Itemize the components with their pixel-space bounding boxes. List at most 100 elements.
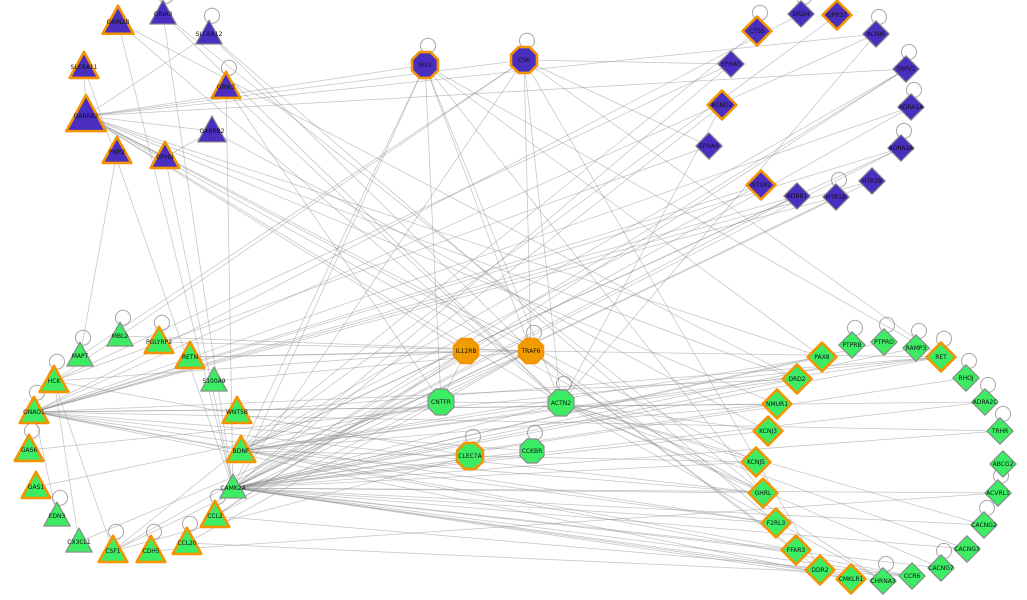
- node-CNTFR[interactable]: CNTFR: [427, 388, 455, 416]
- self-loop-ADRA1A: [906, 81, 922, 98]
- node-HCK[interactable]: HCK: [38, 364, 70, 394]
- node-GRIA3[interactable]: GRIA3: [149, 0, 177, 25]
- node-GRIN2B[interactable]: GRIN2B: [101, 4, 135, 36]
- node-MAPT[interactable]: MAPT: [66, 341, 94, 367]
- node-CACNG7[interactable]: CACNG7: [927, 554, 955, 582]
- node-GNAO1[interactable]: GNAO1: [18, 395, 50, 425]
- node-EDN3[interactable]: EDN3: [43, 501, 71, 527]
- edge-CSK-ACTN2: [523, 59, 562, 404]
- node-CCL20[interactable]: CCL20: [171, 526, 203, 556]
- node-DDR2[interactable]: DDR2: [804, 554, 836, 586]
- edge-CAMK2A-DRD2: [232, 378, 798, 489]
- node-CCL2[interactable]: CCL2: [199, 499, 231, 529]
- edge-PMP2-MAPT: [79, 151, 118, 357]
- node-TRAF6[interactable]: TRAF6: [517, 337, 545, 365]
- edge-CX3CL1-HCK: [53, 380, 80, 543]
- self-loop-GRIA3: [159, 0, 173, 4]
- node-HTR1B[interactable]: HTR1B: [822, 183, 850, 211]
- node-shape-octagon: [427, 388, 455, 416]
- node-shape-triangle: [210, 70, 242, 100]
- node-GPHN[interactable]: GPHN: [149, 140, 181, 170]
- node-shape-octagon: [517, 337, 545, 365]
- node-MBL2[interactable]: MBL2: [106, 321, 134, 347]
- edge-CCKBR-GNAO1: [33, 411, 533, 452]
- node-shape-diamond: [862, 20, 890, 48]
- node-CLEC7A[interactable]: CLEC7A: [455, 441, 485, 471]
- node-IL12RB[interactable]: IL12RB: [452, 337, 480, 365]
- edge-CAMK2A-ADRA2C: [232, 401, 986, 489]
- edge-BDNF-DRD2: [240, 378, 798, 452]
- node-SLC6A11[interactable]: SLC6A11: [68, 50, 100, 80]
- node-ACVRL1[interactable]: ACVRL1: [984, 479, 1012, 507]
- node-TRHR[interactable]: TRHR: [986, 417, 1014, 445]
- node-HTR2B[interactable]: HTR2B: [858, 167, 886, 195]
- node-ACTN2[interactable]: ACTN2: [547, 389, 575, 417]
- node-F2RL3[interactable]: F2RL3: [760, 507, 792, 539]
- node-shape-octagon: [519, 438, 545, 464]
- edge-GABRA2-IL12RB: [85, 115, 467, 352]
- node-shape-diamond: [902, 334, 930, 362]
- node-EPHA6[interactable]: EPHA6: [695, 132, 723, 160]
- node-S100A9[interactable]: S100A9: [200, 366, 228, 392]
- node-CSF1[interactable]: CSF1: [97, 534, 129, 564]
- node-CACNG3[interactable]: CACNG3: [953, 535, 981, 563]
- node-shape-triangle: [38, 364, 70, 394]
- edge-CCL20-CCR6: [186, 542, 913, 577]
- node-FFAR3[interactable]: FFAR3: [780, 534, 812, 566]
- node-DRD4[interactable]: DRD4: [787, 0, 815, 28]
- node-RAMP3[interactable]: RAMP3: [902, 334, 930, 362]
- node-IRS1[interactable]: IRS1: [410, 50, 440, 80]
- node-CCKBR[interactable]: CCKBR: [519, 438, 545, 464]
- node-TRPV1[interactable]: TRPV1: [892, 55, 920, 83]
- self-loop-HCK: [49, 353, 65, 370]
- self-loop-PTPRO: [879, 316, 895, 333]
- node-CHRNA3[interactable]: CHRNA3: [869, 567, 897, 595]
- node-ADRA1A[interactable]: ADRA1A: [897, 93, 925, 121]
- edge-KCNJ6-ACTN2: [560, 33, 877, 404]
- node-PTPRB[interactable]: PTPRB: [838, 331, 866, 359]
- edge-CSK-EPHA6: [523, 59, 710, 147]
- node-KCND2[interactable]: KCND2: [706, 89, 738, 121]
- node-RET[interactable]: RET: [925, 341, 957, 373]
- node-RHOJ[interactable]: RHOJ: [952, 364, 980, 392]
- edge-CAMK2A-CMKLR1: [232, 487, 852, 580]
- node-CDH5[interactable]: CDH5: [135, 534, 167, 564]
- node-CACNG2[interactable]: CACNG2: [970, 511, 998, 539]
- self-loops-layer: [24, 0, 1011, 572]
- node-shape-diamond: [835, 563, 867, 595]
- node-CX3CL1[interactable]: CX3CL1: [65, 527, 93, 553]
- self-loop-MBL2: [115, 309, 131, 326]
- edge-GABRA2-KCNJ6: [85, 33, 877, 117]
- node-shape-diamond: [986, 417, 1014, 445]
- node-GAS6[interactable]: GAS6: [13, 433, 45, 463]
- node-GPR37[interactable]: GPR37: [821, 0, 853, 31]
- node-PTPRO[interactable]: PTPRO: [870, 328, 898, 356]
- node-KCNJ6[interactable]: KCNJ6: [862, 20, 890, 48]
- self-loop-CHRNA3: [878, 555, 894, 572]
- edge-BDNF-GHRL: [240, 450, 764, 494]
- edge-BDNF-KCNJ5: [240, 450, 757, 463]
- node-shape-octagon: [452, 337, 480, 365]
- node-GABRB2[interactable]: GABRB2: [197, 115, 227, 143]
- edge-CAMK2A-CCR6: [232, 487, 913, 577]
- node-CTSS[interactable]: CTSS: [741, 15, 773, 47]
- self-loop-MAPT: [75, 329, 91, 346]
- node-CSK[interactable]: CSK: [509, 45, 539, 75]
- node-SLC6A12[interactable]: SLC6A12: [195, 19, 223, 45]
- node-KCNJ3[interactable]: KCNJ3: [752, 415, 784, 447]
- node-CCR6[interactable]: CCR6: [898, 562, 926, 590]
- node-shape-diamond: [869, 567, 897, 595]
- node-shape-triangle: [13, 433, 45, 463]
- node-ADRA2A[interactable]: ADRA2A: [887, 134, 915, 162]
- node-NTSR1[interactable]: NTSR1: [745, 169, 777, 201]
- edge-GRIA3-CAMK2A: [162, 13, 234, 489]
- node-shape-diamond: [892, 55, 920, 83]
- edge-SLC6A11-CAMK2A: [83, 66, 234, 489]
- node-KCNJ5[interactable]: KCNJ5: [740, 446, 772, 478]
- node-GABRA2[interactable]: GABRA2: [64, 93, 108, 133]
- node-NMUR1[interactable]: NMUR1: [761, 388, 793, 420]
- node-shape-triangle: [66, 341, 94, 367]
- node-ADRA2C[interactable]: ADRA2C: [971, 388, 999, 416]
- node-shape-triangle: [68, 50, 100, 80]
